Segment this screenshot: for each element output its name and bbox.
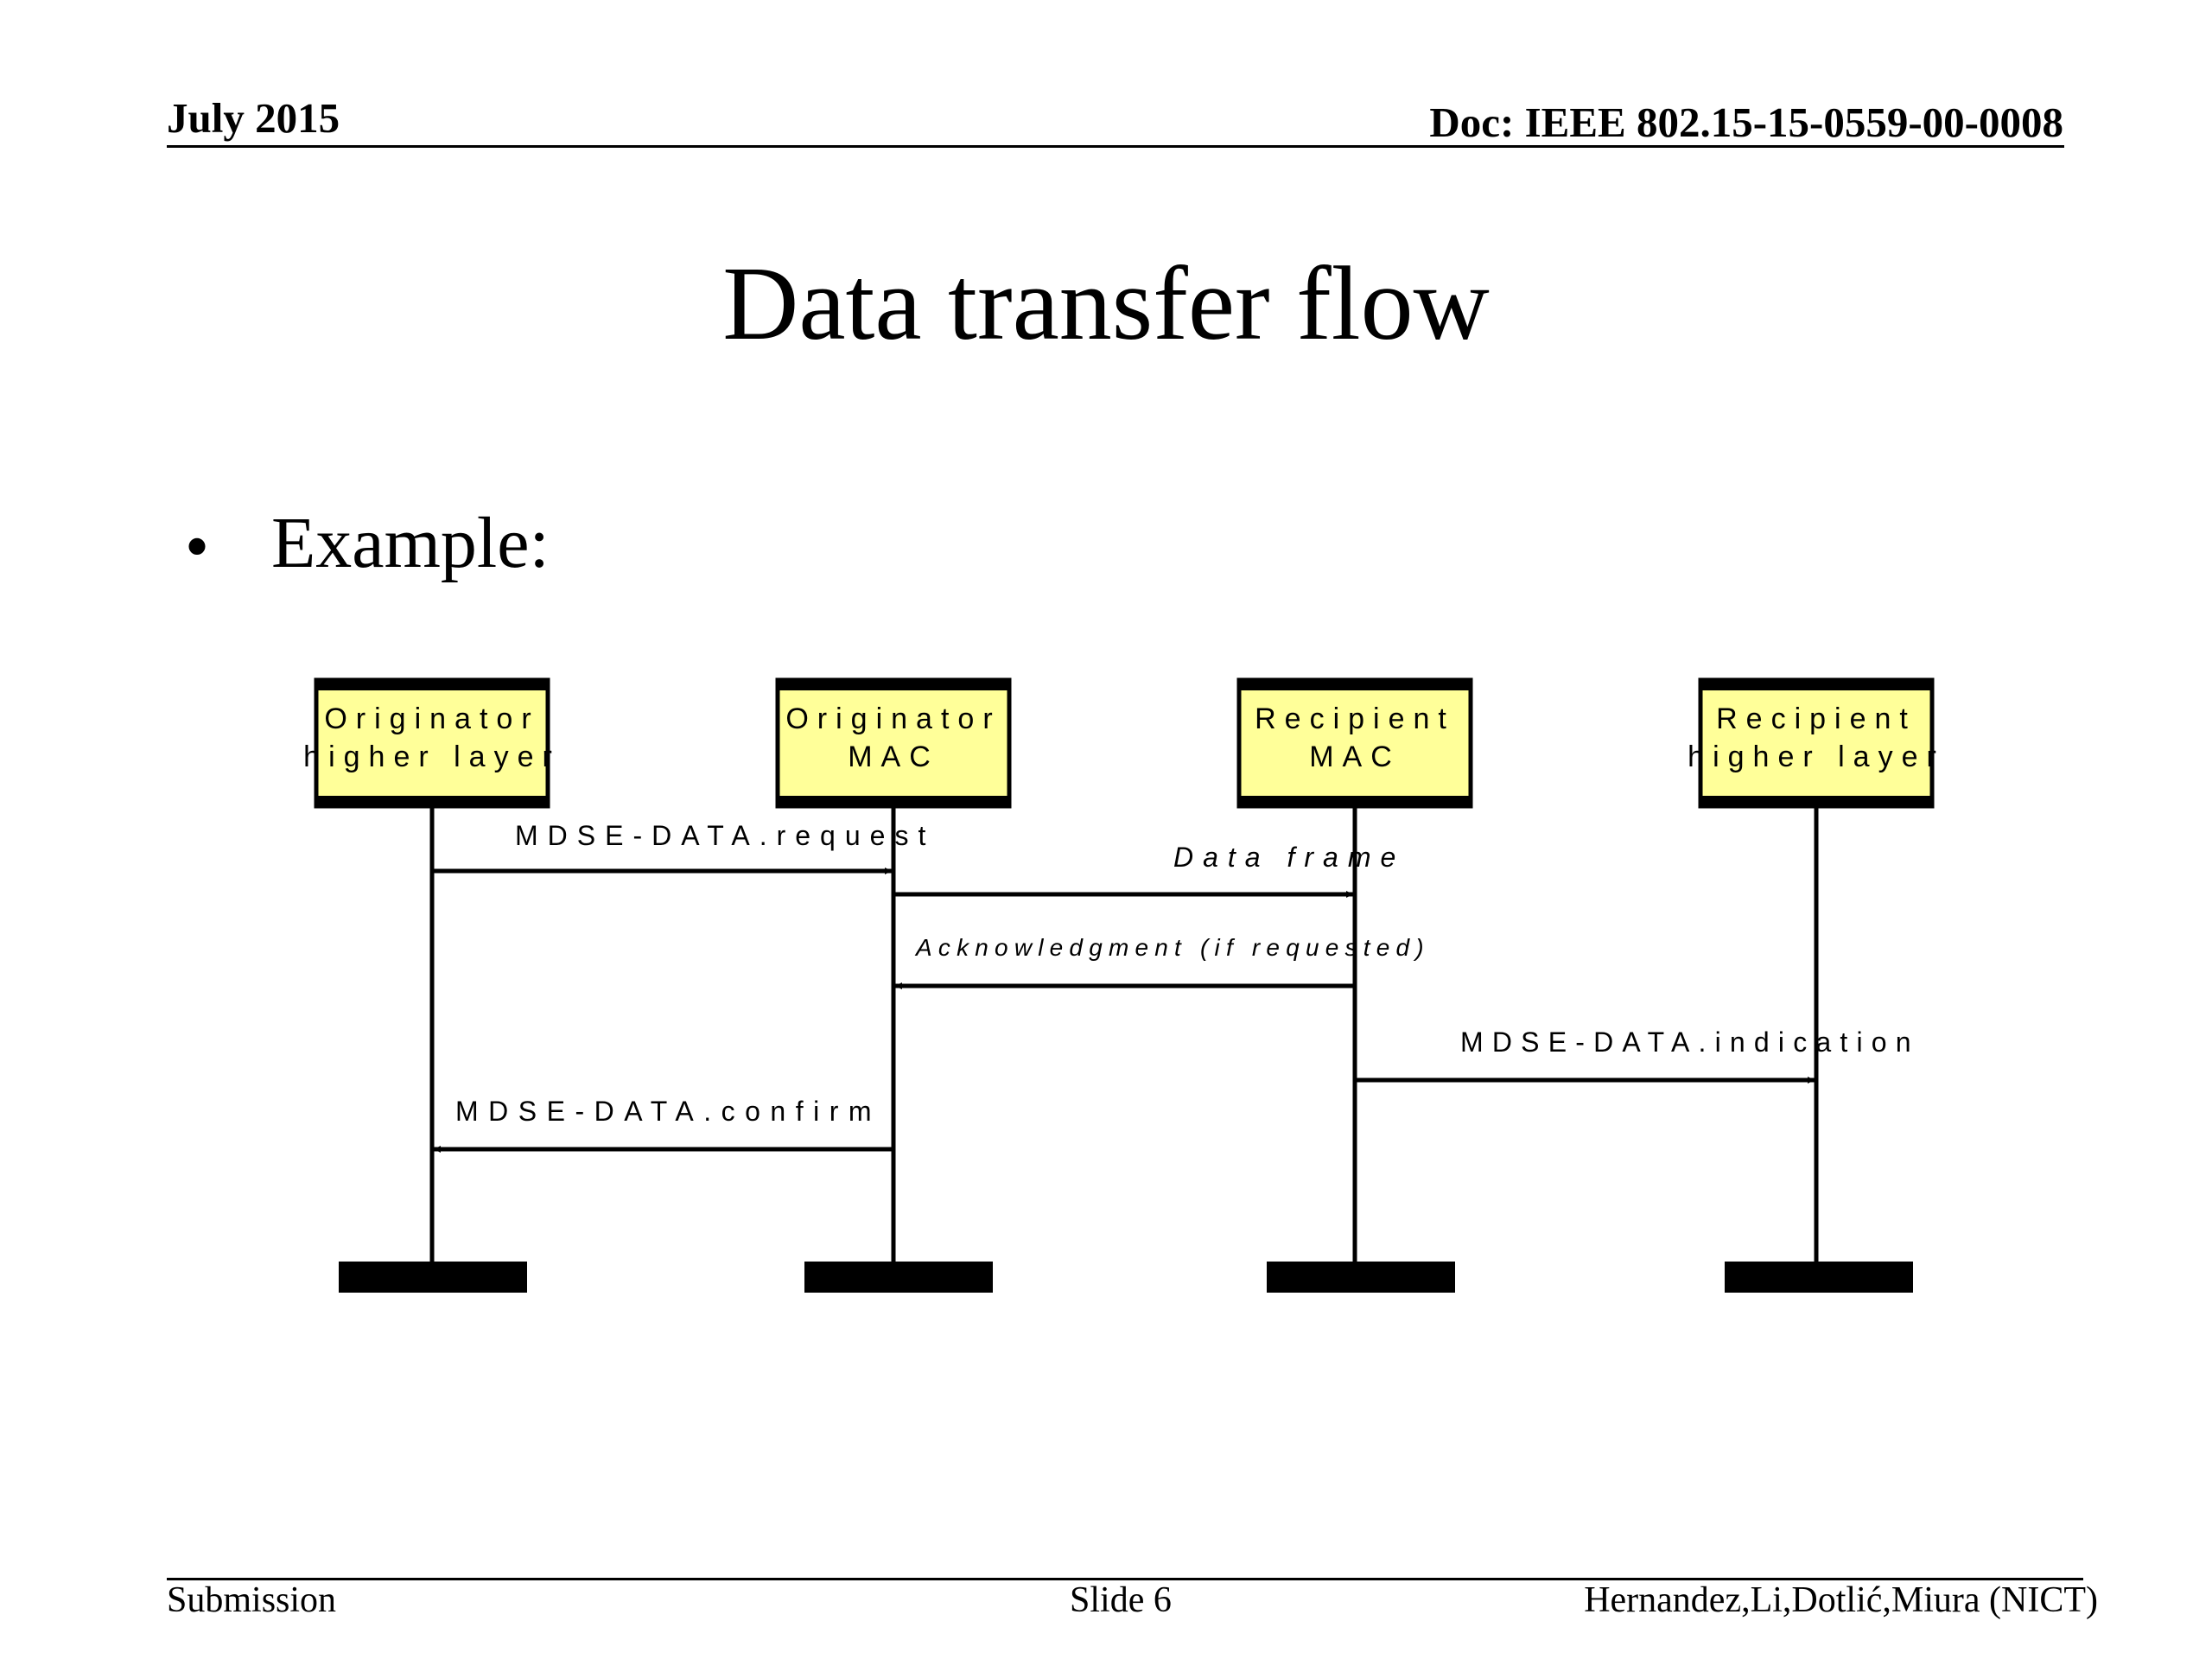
message-label: MDSE-DATA.confirm: [455, 1096, 881, 1127]
entity-box-bottom-bar: [1239, 796, 1471, 808]
lifeline-end-bar: [1267, 1262, 1455, 1293]
entity-label-line1: Recipient: [1255, 702, 1455, 735]
lifeline-end-bar: [804, 1262, 993, 1293]
entity-recipient-mac: Recipient MAC: [1236, 677, 1473, 1293]
entity-label-line1: Originator: [785, 702, 1001, 735]
entity-box: [314, 677, 550, 809]
slide-title: Data transfer flow: [722, 245, 1490, 362]
entity-label-line1: Originator: [324, 702, 539, 735]
message-acknowledgment: Acknowledgment (if requested): [895, 934, 1430, 989]
bullet-text: Example:: [271, 503, 550, 583]
header-date: July 2015: [167, 94, 340, 142]
entity-label-line2: higher layer: [1688, 741, 1945, 773]
header-divider: [167, 145, 2064, 148]
lifeline-end-bar: [339, 1262, 527, 1293]
message-data-frame: Data frame: [895, 842, 1405, 898]
bullet-icon: •: [185, 509, 210, 585]
message-mdse-data-request: MDSE-DATA.request: [434, 820, 935, 874]
footer-authors: Hernandez,Li,Dotlić,Miura (NICT): [1584, 1580, 2098, 1620]
message-label: MDSE-DATA.indication: [1460, 1027, 1920, 1058]
lifeline-end-bar: [1725, 1262, 1913, 1293]
entity-box: [775, 677, 1012, 809]
footer-submission: Submission: [167, 1580, 337, 1620]
entity-label-line2: MAC: [848, 741, 939, 773]
entity-label-line2: higher layer: [303, 741, 561, 773]
entity-box-top-bar: [316, 678, 548, 690]
entity-box-bottom-bar: [1700, 796, 1932, 808]
message-label: Data frame: [1173, 842, 1405, 873]
entity-originator-mac: Originator MAC: [775, 677, 1012, 1293]
entity-box-bottom-bar: [316, 796, 548, 808]
entity-box: [1236, 677, 1473, 809]
entity-box-top-bar: [1700, 678, 1932, 690]
entity-box-top-bar: [778, 678, 1009, 690]
entity-label-line2: MAC: [1309, 741, 1401, 773]
footer-divider: [167, 1578, 2083, 1580]
entity-box-top-bar: [1239, 678, 1471, 690]
message-mdse-data-confirm: MDSE-DATA.confirm: [434, 1096, 892, 1153]
message-label: MDSE-DATA.request: [515, 820, 935, 851]
footer-slide-number: Slide 6: [1070, 1580, 1172, 1620]
message-mdse-data-indication: MDSE-DATA.indication: [1357, 1027, 1920, 1084]
entity-label-line1: Recipient: [1716, 702, 1916, 735]
entity-recipient-higher-layer: Recipient higher layer: [1688, 677, 1945, 1293]
header-doc-id: Doc: IEEE 802.15-15-0559-00-0008: [1429, 99, 2063, 146]
entity-box: [1698, 677, 1935, 809]
message-label: Acknowledgment (if requested): [914, 934, 1430, 961]
entity-originator-higher-layer: Originator higher layer: [303, 677, 561, 1293]
entity-box-bottom-bar: [778, 796, 1009, 808]
